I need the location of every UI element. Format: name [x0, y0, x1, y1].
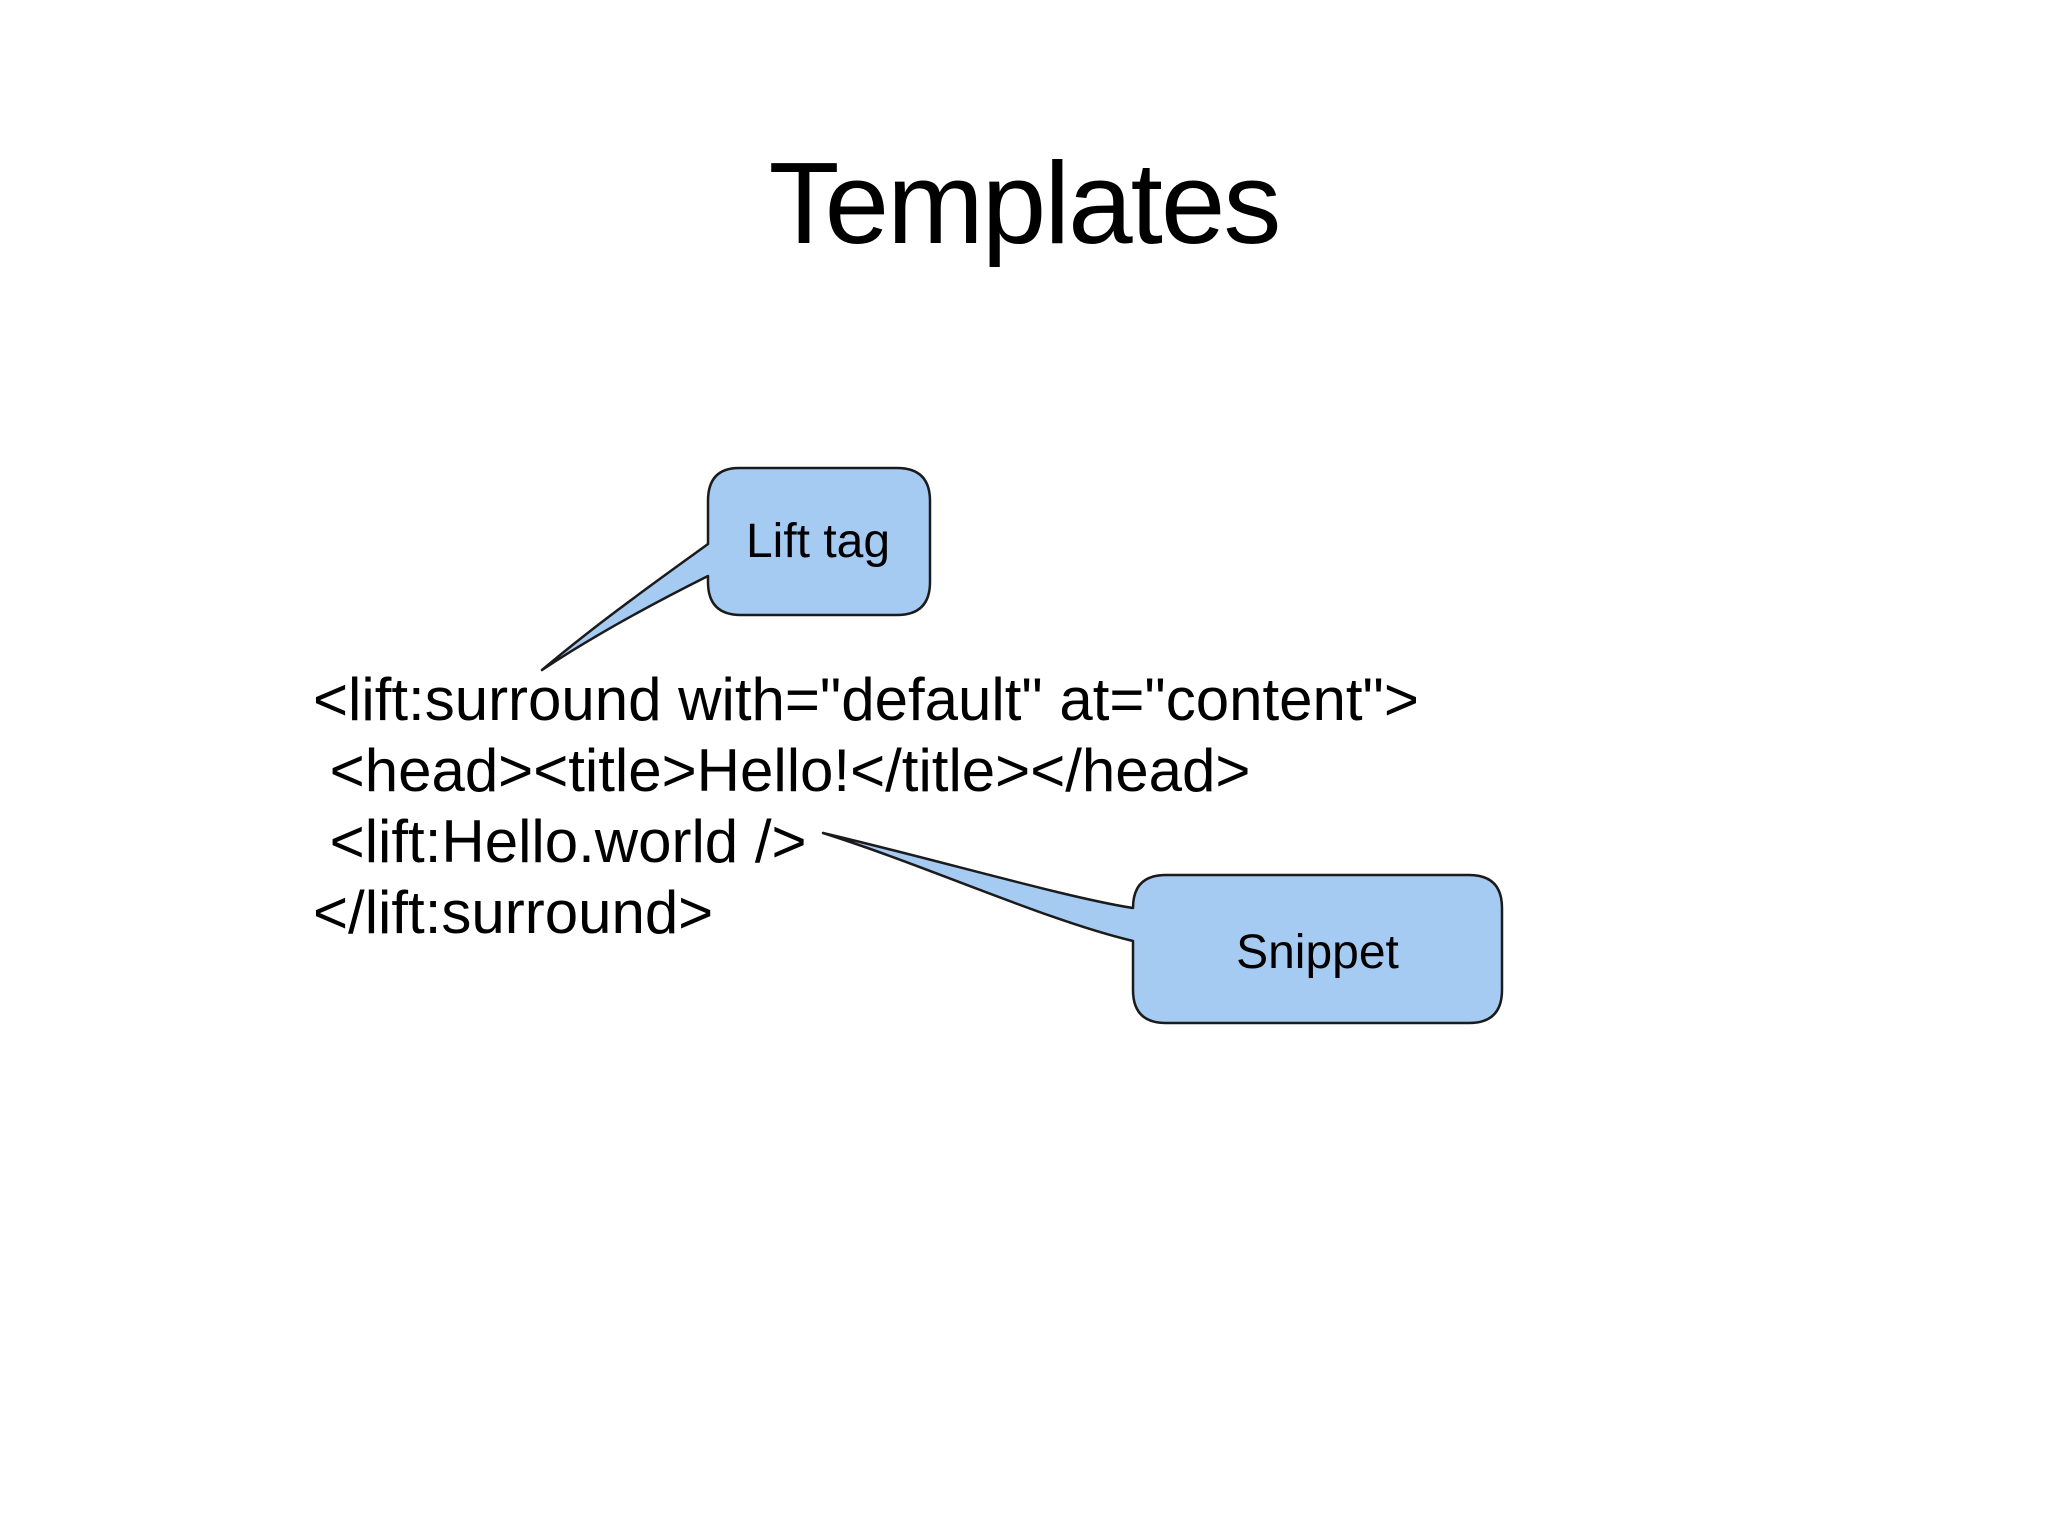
snippet-callout-label: Snippet — [1236, 926, 1399, 979]
code-line-head-title: <head><title>Hello!</title></head> — [313, 737, 1251, 804]
template-code-block: <lift:surround with="default" at="conten… — [313, 664, 1419, 948]
code-line-surround-open: <lift:surround with="default" at="conten… — [313, 666, 1419, 733]
lift-tag-callout-bubble — [540, 466, 932, 672]
snippet-callout-bubble — [821, 831, 1504, 1025]
lift-tag-callout-label: Lift tag — [745, 514, 891, 568]
code-line-snippet-tag: <lift:Hello.world /> — [313, 808, 807, 875]
code-line-surround-close: </lift:surround> — [313, 879, 714, 946]
slide-title: Templates — [768, 138, 1282, 268]
